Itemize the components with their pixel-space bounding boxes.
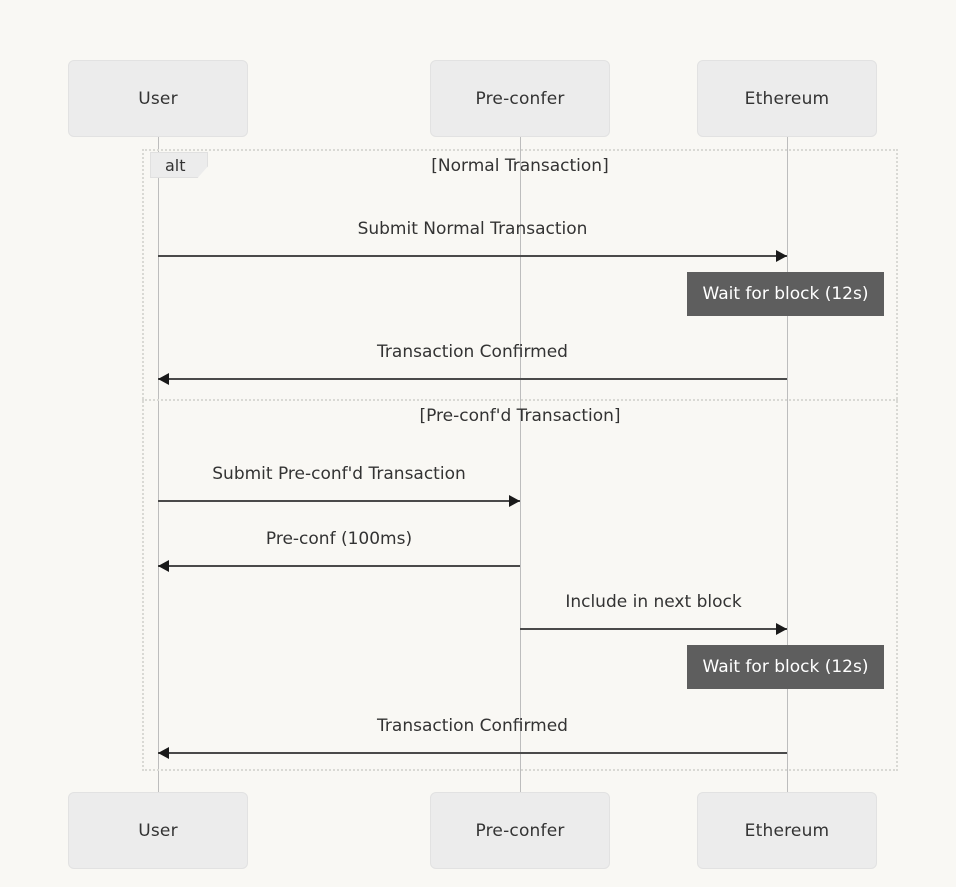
message-arrowhead-transaction-confirmed-1 <box>158 373 169 385</box>
note-label-wait-for-block-1: Wait for block (12s) <box>702 284 869 304</box>
message-line-preconf-100ms <box>158 565 520 567</box>
lifeline-user <box>158 137 159 792</box>
actor-label-user-bottom: User <box>138 820 178 841</box>
lifeline-preconfer <box>520 137 521 792</box>
message-arrowhead-transaction-confirmed-2 <box>158 747 169 759</box>
message-arrowhead-submit-normal-transaction <box>776 250 787 262</box>
message-arrowhead-include-in-next-block <box>776 623 787 635</box>
actor-label-user-top: User <box>138 88 178 109</box>
alt-branch-condition-1: [Pre-conf'd Transaction] <box>419 406 621 426</box>
message-line-submit-preconfd-transaction <box>158 500 520 502</box>
message-line-transaction-confirmed-1 <box>158 378 787 380</box>
actor-box-ethereum-top[interactable]: Ethereum <box>697 60 877 137</box>
message-line-transaction-confirmed-2 <box>158 752 787 754</box>
message-arrowhead-submit-preconfd-transaction <box>509 495 520 507</box>
lifeline-ethereum <box>787 137 788 792</box>
note-wait-for-block-1: Wait for block (12s) <box>687 272 884 316</box>
message-line-submit-normal-transaction <box>158 255 787 257</box>
message-label-submit-preconfd-transaction: Submit Pre-conf'd Transaction <box>212 464 466 484</box>
actor-box-user-top[interactable]: User <box>68 60 248 137</box>
alt-frame <box>142 149 898 771</box>
actor-label-ethereum-bottom: Ethereum <box>744 820 830 841</box>
actor-box-ethereum-bottom[interactable]: Ethereum <box>697 792 877 869</box>
alt-keyword-label: alt <box>165 155 186 175</box>
message-label-include-in-next-block: Include in next block <box>565 592 742 612</box>
message-label-preconf-100ms: Pre-conf (100ms) <box>265 529 413 549</box>
note-wait-for-block-2: Wait for block (12s) <box>687 645 884 689</box>
alt-frame-tab: alt <box>150 152 208 178</box>
actor-label-preconfer-top: Pre-confer <box>475 88 565 109</box>
actor-box-preconfer-top[interactable]: Pre-confer <box>430 60 610 137</box>
actor-label-ethereum-top: Ethereum <box>744 88 830 109</box>
message-label-submit-normal-transaction: Submit Normal Transaction <box>357 219 588 239</box>
note-label-wait-for-block-2: Wait for block (12s) <box>702 657 869 677</box>
alt-branch-condition-0: [Normal Transaction] <box>431 156 609 176</box>
message-label-transaction-confirmed-1: Transaction Confirmed <box>377 342 568 362</box>
actor-box-user-bottom[interactable]: User <box>68 792 248 869</box>
actor-box-preconfer-bottom[interactable]: Pre-confer <box>430 792 610 869</box>
message-label-transaction-confirmed-2: Transaction Confirmed <box>377 716 568 736</box>
actor-label-preconfer-bottom: Pre-confer <box>475 820 565 841</box>
message-line-include-in-next-block <box>520 628 787 630</box>
message-arrowhead-preconf-100ms <box>158 560 169 572</box>
alt-branch-divider <box>142 399 898 401</box>
